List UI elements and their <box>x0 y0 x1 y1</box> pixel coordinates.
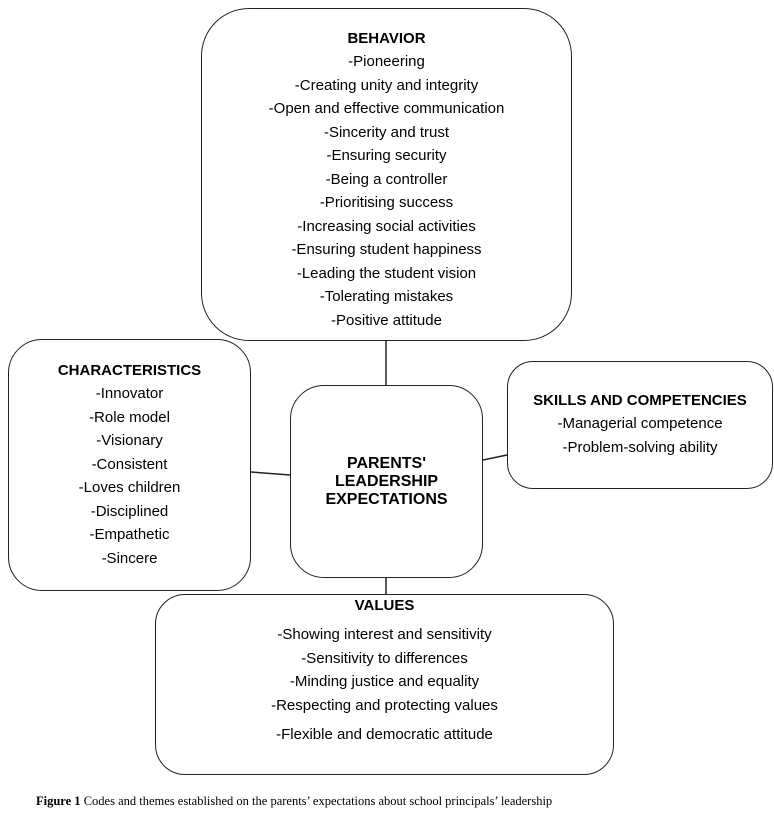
behavior-box: BEHAVIOR -Pioneering -Creating unity and… <box>201 8 572 341</box>
behavior-item: -Creating unity and integrity <box>294 76 479 94</box>
behavior-item: -Open and effective communication <box>268 100 505 117</box>
skills-title: SKILLS AND COMPETENCIES <box>533 392 747 409</box>
characteristics-title: CHARACTERISTICS <box>57 362 202 379</box>
values-item: -Sensitivity to differences <box>301 649 468 667</box>
skills-item: -Managerial competence <box>557 415 723 432</box>
values-title: VALUES <box>354 597 415 614</box>
behavior-item: -Increasing social activities <box>297 217 476 235</box>
characteristics-box: CHARACTERISTICS -Innovator -Role model -… <box>8 339 251 591</box>
behavior-item: -Tolerating mistakes <box>319 288 454 305</box>
characteristics-item: -Visionary <box>96 432 163 449</box>
center-title-line: PARENTS' <box>346 454 427 472</box>
characteristics-item: -Loves children <box>78 479 181 496</box>
behavior-item: -Sincerity and trust <box>323 123 450 141</box>
center-title: PARENTS' LEADERSHIP EXPECTATIONS <box>325 455 447 509</box>
behavior-item: -Pioneering <box>348 53 425 70</box>
values-item: -Minding justice and equality <box>289 673 480 690</box>
connector-characteristics-center <box>250 471 291 476</box>
figure-caption: Figure 1 Codes and themes established on… <box>36 794 552 809</box>
characteristics-item: -Sincere <box>101 549 158 567</box>
center-box: PARENTS' LEADERSHIP EXPECTATIONS <box>290 385 483 578</box>
values-item: -Showing interest and sensitivity <box>277 626 492 643</box>
values-box: VALUES -Showing interest and sensitivity… <box>155 594 614 775</box>
connector-skills-center <box>482 454 508 461</box>
characteristics-item: -Consistent <box>91 455 168 473</box>
behavior-item: -Being a controller <box>325 170 448 188</box>
behavior-title: BEHAVIOR <box>347 30 426 47</box>
characteristics-item: -Empathetic <box>89 526 170 543</box>
figure-caption-label: Figure 1 <box>36 794 81 808</box>
behavior-item: -Ensuring student happiness <box>291 241 482 258</box>
center-title-line: LEADERSHIP <box>334 472 439 490</box>
values-item: -Respecting and protecting values <box>271 696 498 714</box>
behavior-item: -Leading the student vision <box>296 264 477 282</box>
skills-item: -Problem-solving ability <box>562 438 718 456</box>
figure-caption-text: Codes and themes established on the pare… <box>80 794 553 808</box>
characteristics-item: -Disciplined <box>90 502 169 520</box>
behavior-item: -Ensuring security <box>326 147 447 164</box>
characteristics-item: -Innovator <box>95 385 164 402</box>
values-item: -Flexible and democratic attitude <box>276 726 493 743</box>
center-title-line: EXPECTATIONS <box>325 490 448 508</box>
behavior-item: -Prioritising success <box>319 194 454 211</box>
behavior-item: -Positive attitude <box>331 311 442 329</box>
characteristics-item: -Role model <box>89 408 170 426</box>
skills-box: SKILLS AND COMPETENCIES -Managerial comp… <box>507 361 773 489</box>
